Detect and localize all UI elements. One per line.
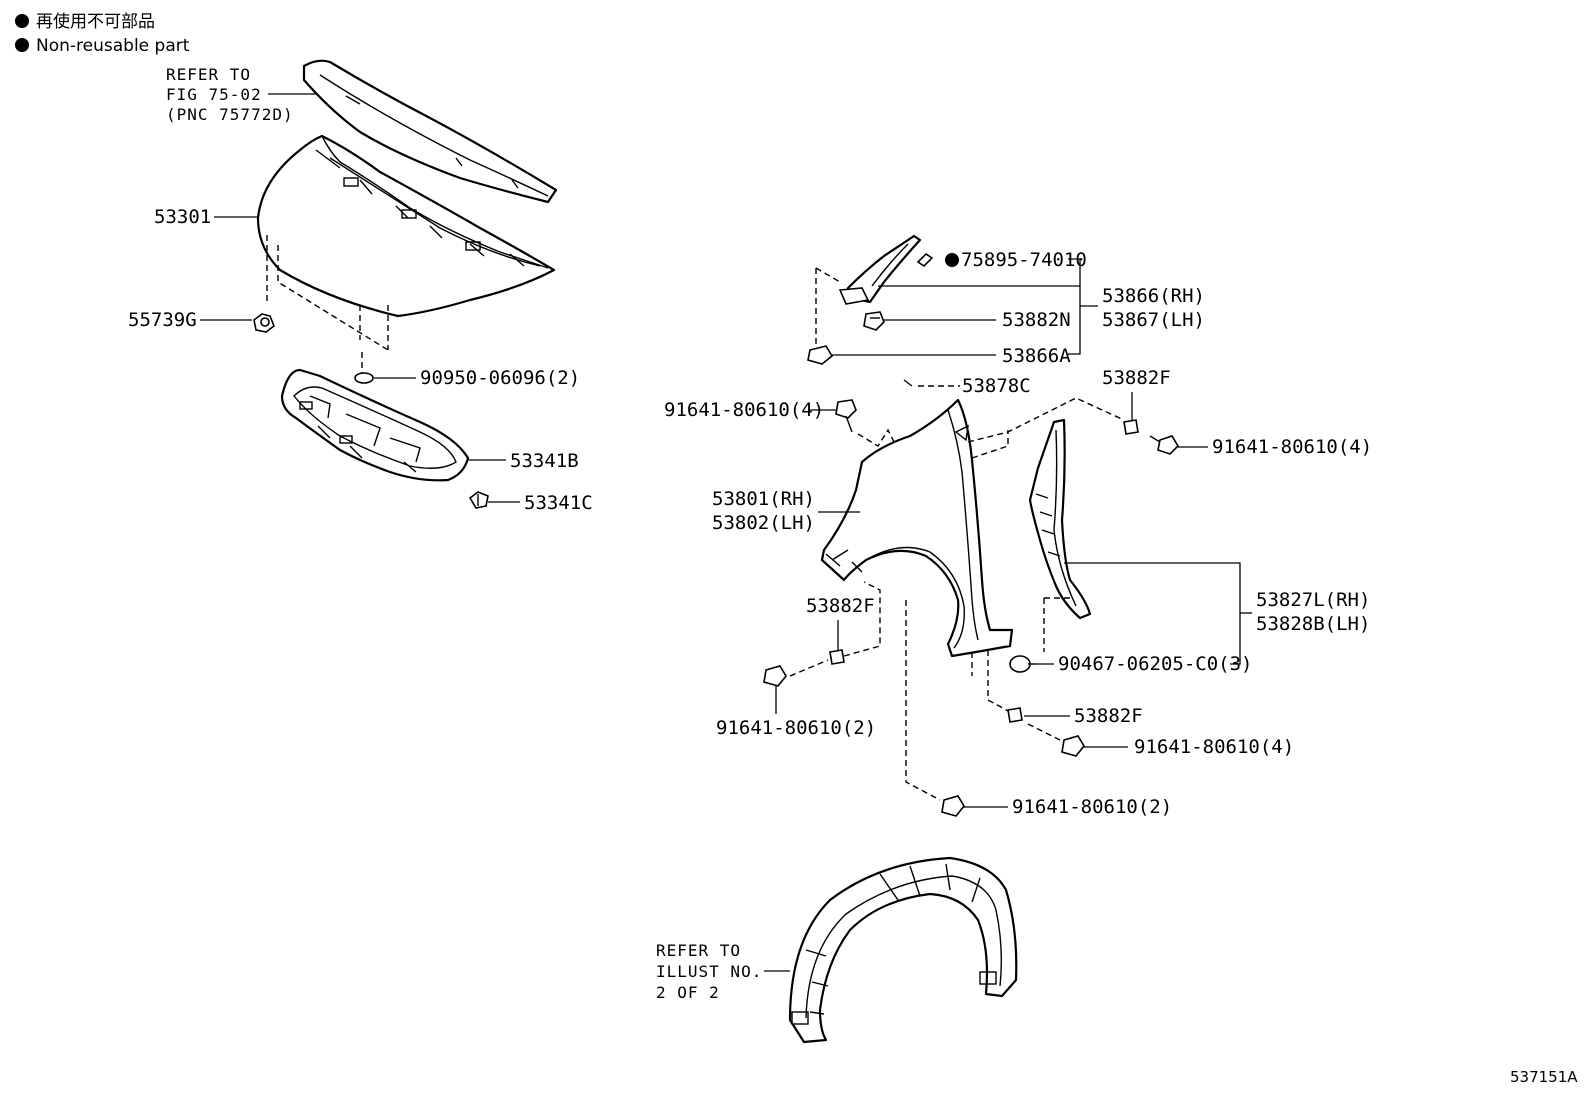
label-53801rh: 53801(RH) <box>712 488 815 510</box>
label-55739g: 55739G <box>128 309 197 331</box>
label-53882f-top: 53882F <box>1102 367 1171 389</box>
liner-refer-line2: ILLUST NO. <box>656 962 762 981</box>
bolt-91641-e <box>941 795 965 817</box>
liner-refer-line1: REFER TO <box>656 941 741 960</box>
hood-refer-line2: FIG 75-02 <box>166 85 262 104</box>
grommet-90950 <box>354 372 374 384</box>
front-fender-part <box>820 398 1014 658</box>
label-53802lh: 53802(LH) <box>712 512 815 534</box>
non-reusable-dot-icon <box>945 253 959 267</box>
clip-53341c <box>468 491 489 509</box>
fender-seal-bracket-part <box>838 234 922 305</box>
bolt-91641-b <box>1149 435 1180 455</box>
hood-strip-part <box>302 59 558 204</box>
label-91641-c: 91641-80610(2) <box>716 717 876 739</box>
clip-55739g <box>253 313 275 333</box>
clip-75895 <box>916 252 934 268</box>
non-reusable-dot-icon <box>15 38 29 52</box>
legend-japanese: 再使用不可部品 <box>36 11 155 32</box>
hood-insulator-part <box>280 368 470 482</box>
bolt-91641-c <box>763 665 787 687</box>
label-91641-e: 91641-80610(2) <box>1012 796 1172 818</box>
label-53878c: 53878C <box>962 375 1031 397</box>
clip-90467 <box>1009 655 1036 673</box>
hood-panel-part <box>256 134 556 318</box>
label-53867lh: 53867(LH) <box>1102 309 1205 331</box>
liner-refer-line3: 2 OF 2 <box>656 983 720 1002</box>
label-90950: 90950-06096(2) <box>420 367 580 389</box>
clip-53878c <box>903 379 913 387</box>
fender-liner-part <box>788 856 1018 1044</box>
label-53301: 53301 <box>154 206 211 228</box>
label-90467: 90467-06205-C0(3) <box>1058 653 1252 675</box>
label-91641-b: 91641-80610(4) <box>1212 436 1372 458</box>
nut-53882f-top <box>1123 419 1139 435</box>
fender-side-seal-part <box>1028 418 1092 620</box>
clip-53866a <box>807 345 834 365</box>
label-91641-a: 91641-80610(4) <box>664 399 824 421</box>
legend-english: Non-reusable part <box>36 36 190 56</box>
hood-refer-line1: REFER TO <box>166 65 251 84</box>
clip-53882n <box>863 311 885 331</box>
label-75895: 75895-74010 <box>961 249 1087 271</box>
label-53866a: 53866A <box>1002 345 1071 367</box>
label-53882f-low: 53882F <box>1074 705 1143 727</box>
label-53882f-mid: 53882F <box>806 595 875 617</box>
hood-refer-note: REFER TO FIG 75-02 (PNC 75772D) <box>166 65 330 124</box>
figure-id: 537151A <box>1510 1068 1578 1086</box>
label-53828b: 53828B(LH) <box>1256 613 1370 635</box>
bolt-91641-d <box>1061 735 1085 757</box>
legend: 再使用不可部品 Non-reusable part <box>15 11 190 56</box>
label-53827l: 53827L(RH) <box>1256 589 1370 611</box>
liner-refer-note: REFER TO ILLUST NO. 2 OF 2 <box>656 941 762 1002</box>
label-53866rh: 53866(RH) <box>1102 285 1205 307</box>
nut-53882f-mid <box>829 649 845 665</box>
label-53341b: 53341B <box>510 450 579 472</box>
bolt-91641-a <box>835 399 857 433</box>
nut-53882f-low <box>1007 707 1023 723</box>
label-53882n: 53882N <box>1002 309 1071 331</box>
label-91641-d: 91641-80610(4) <box>1134 736 1294 758</box>
hood-refer-line3: (PNC 75772D) <box>166 105 294 124</box>
label-53341c: 53341C <box>524 492 593 514</box>
non-reusable-dot-icon <box>15 14 29 28</box>
